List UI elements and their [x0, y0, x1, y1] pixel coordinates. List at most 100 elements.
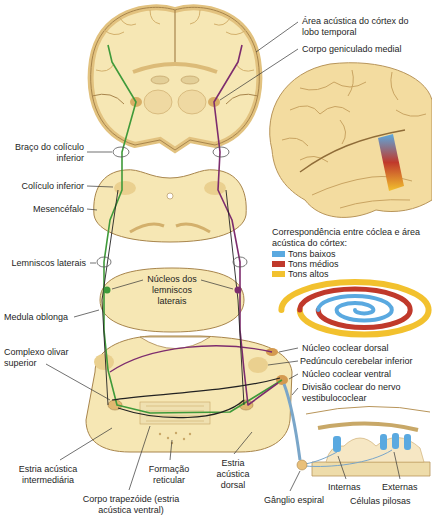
cochlea-base [281, 282, 428, 335]
contralateral-pathway [104, 45, 282, 413]
part-label: Colículo inferior [4, 181, 84, 192]
brain-outline [270, 63, 432, 218]
leader-line [60, 428, 112, 460]
legend-row: Tons médios [272, 259, 362, 269]
outer-hair-cell [404, 434, 411, 450]
part-label: Núcleo coclear ventral [302, 369, 430, 380]
legend-text: Tons médios [288, 259, 339, 269]
part-label: Núcleos dos lemniscos laterais [141, 274, 203, 307]
cochlea-apex [318, 296, 392, 321]
part-label: Medula oblonga [4, 312, 88, 323]
cochlear-duct-wall [306, 406, 430, 414]
part-label: Lemniscos laterais [2, 258, 86, 269]
cerebral-aqueduct [167, 193, 173, 199]
part-label: Células pilosas [350, 496, 428, 507]
leader-line [112, 280, 143, 289]
outer-hair-cell [380, 434, 387, 450]
leader-line [279, 348, 298, 352]
legend-swatch [272, 271, 285, 277]
reticular-dot [183, 438, 185, 440]
leader-line [338, 456, 346, 479]
basilar-membrane [312, 462, 430, 476]
crossing-fibres [118, 400, 244, 418]
leader-line [268, 361, 298, 365]
lateral-ventricle [151, 76, 169, 84]
intermediate-acoustic-stria [112, 378, 280, 400]
part-label: Complexo olivar superior [4, 347, 78, 369]
cochlea-spiral [281, 282, 428, 335]
auditory-cortex-band [378, 134, 404, 191]
outer-hair-cell [392, 433, 399, 449]
lateral-brain [270, 63, 432, 218]
part-label: Divisão coclear do nervo vestibulococlea… [302, 382, 430, 404]
reticular-dot [167, 437, 169, 439]
reticular-formation [159, 432, 191, 444]
legend-text: Tons altos [288, 269, 329, 279]
leader-line [74, 310, 99, 317]
dorsal-acoustic-stria [110, 346, 272, 372]
cerebrum-section [91, 7, 260, 150]
leader-line [292, 388, 298, 395]
longitudinal-fissure [174, 10, 175, 62]
midbrain-outline [94, 170, 246, 242]
legend-text: Tons baixos [288, 249, 336, 259]
inferior-cerebellar-peduncle [94, 354, 114, 370]
inferior-colliculus [204, 181, 226, 195]
leader-line [289, 374, 298, 379]
cerebrum-border [91, 7, 260, 150]
leader-lines [46, 22, 400, 491]
leader-line [87, 186, 113, 187]
cerebral-peduncle [130, 224, 210, 232]
part-label: Formação reticular [138, 464, 200, 486]
part-label: Estria acústica dorsal [206, 458, 260, 491]
part-label: Área acústica do córtex do lobo temporal [302, 16, 427, 38]
reticular-dot [175, 432, 177, 434]
gyri [96, 10, 254, 71]
inferior-cerebellar-peduncle [248, 357, 268, 373]
legend-swatch [272, 261, 285, 267]
leader-line [170, 440, 172, 460]
cochlear-nerve [284, 384, 300, 460]
leader-line [129, 426, 150, 490]
legend-row: Tons baixos [272, 249, 362, 259]
lateral-lemniscus-nucleus [104, 287, 111, 294]
part-label: Braço do colículo inferior [4, 142, 84, 164]
brain-gyri [282, 70, 426, 162]
tectorial-membrane [318, 423, 418, 430]
lateral-ventricle [181, 76, 199, 84]
part-label: Corpo trapezóide (estria acústica ventra… [66, 494, 196, 516]
part-label: Corpo geniculado medial [302, 44, 430, 55]
leader-line [87, 152, 112, 153]
lemniscus-fibres [102, 190, 244, 405]
leader-line [201, 280, 233, 289]
leader-line [394, 452, 400, 479]
part-label: Externas [382, 482, 428, 493]
leader-line [290, 471, 300, 491]
part-label: Internas [328, 482, 378, 493]
lemniscus-ring [97, 257, 111, 267]
leader-line [87, 209, 97, 210]
auditory-pathways [97, 45, 282, 418]
leader-line [90, 263, 96, 264]
afferent-fibres [305, 450, 392, 466]
part-label: Gânglio espiral [264, 495, 340, 506]
legend-swatch [272, 251, 285, 257]
medulla-section [86, 336, 292, 452]
legend-row: Tons altos [272, 269, 362, 279]
corpus-callosum [133, 64, 217, 72]
leader-line [256, 22, 298, 52]
part-label: Estria acústica intermediária [6, 464, 90, 486]
medulla-outline [86, 336, 292, 452]
thalamus [178, 90, 206, 114]
midbrain-section [94, 170, 246, 242]
cochlea-middle [300, 289, 410, 327]
upper-brainstem-section [100, 268, 244, 332]
lemniscus-ring [233, 257, 247, 267]
spiral-ganglion [297, 460, 307, 470]
reticular-dot [189, 433, 191, 435]
reticular-dot [159, 433, 161, 435]
brachium-ring [213, 147, 229, 157]
thalamus [144, 90, 172, 114]
part-label: Correspondência entre cóclea e área acús… [272, 227, 424, 249]
